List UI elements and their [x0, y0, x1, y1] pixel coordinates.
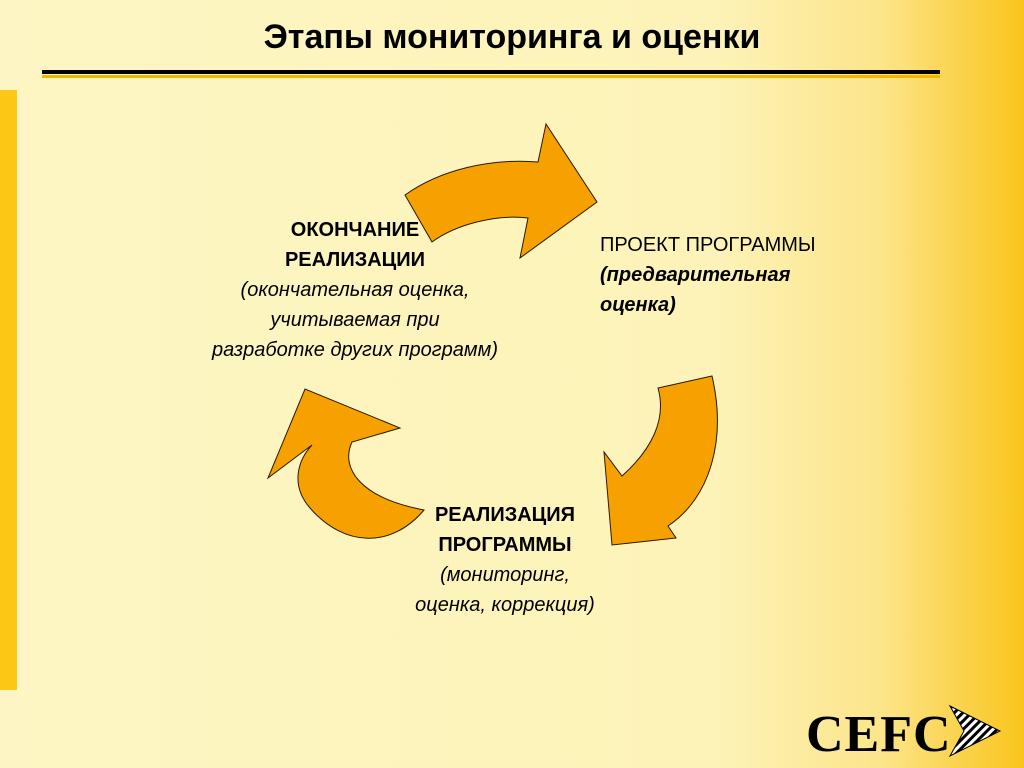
stage-impl-desc-2: оценка, коррекция)	[415, 594, 595, 616]
slide-title: Этапы мониторинга и оценки	[263, 18, 761, 56]
title-underline-accent	[42, 75, 940, 78]
stage-impl-desc-1: (мониторинг,	[440, 564, 570, 586]
left-accent-bar	[0, 90, 17, 690]
stage-project-heading: ПРОЕКТ ПРОГРАММЫ	[600, 234, 816, 256]
stage-end-desc-1: (окончательная оценка,	[240, 279, 470, 301]
arrow-end-to-project	[404, 122, 598, 260]
stage-program-project: ПРОЕКТ ПРОГРАММЫ (предварительная оценка…	[600, 230, 900, 320]
stage-impl-heading-1: РЕАЛИЗАЦИЯ	[434, 504, 576, 526]
stage-impl-heading-2: ПРОГРАММЫ	[438, 534, 572, 556]
arrow-project-to-implementation	[603, 375, 718, 546]
stage-end-desc-2: учитываемая при	[270, 309, 440, 331]
stage-project-desc-1: (предварительная	[600, 264, 791, 286]
title-underline	[42, 70, 940, 74]
stage-end-heading-1: ОКОНЧАНИЕ	[290, 219, 420, 241]
stage-program-implementation: РЕАЛИЗАЦИЯ ПРОГРАММЫ (мониторинг, оценка…	[380, 500, 630, 620]
stage-end-of-implementation: ОКОНЧАНИЕ РЕАЛИЗАЦИИ (окончательная оцен…	[160, 215, 550, 365]
arrow-implementation-to-end	[266, 388, 425, 539]
cefc-logo-text: CEFC	[806, 706, 952, 763]
stage-end-desc-3: разработке других программ)	[211, 339, 498, 361]
cefc-logo-arrow-icon	[948, 704, 1002, 758]
stage-project-desc-2: оценка)	[600, 294, 676, 316]
stage-end-heading-2: РЕАЛИЗАЦИИ	[284, 249, 426, 271]
